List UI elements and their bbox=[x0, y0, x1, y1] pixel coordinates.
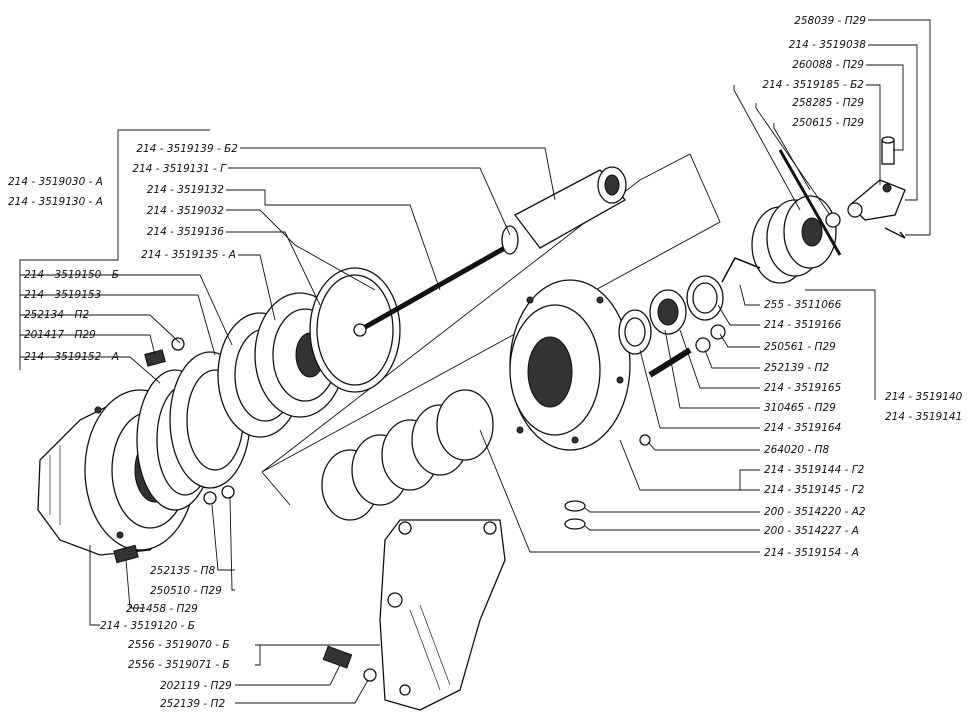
label-3519038: 214 - 3519038 bbox=[789, 39, 867, 51]
splined-sleeve-part bbox=[501, 166, 627, 255]
label-260088: 260088 - П29 bbox=[792, 59, 864, 71]
label-3519164: 214 - 3519164 bbox=[764, 422, 841, 434]
label-3519140: 214 - 3519140 bbox=[885, 391, 963, 403]
label-252135: 252135 - П8 bbox=[150, 565, 215, 577]
label-3519071: 2556 - 3519071 - Б bbox=[128, 659, 230, 671]
washer-252135 bbox=[203, 491, 217, 505]
label-3519185: 214 - 3519185 - Б2 bbox=[762, 79, 864, 91]
label-3519153: 214 - 3519153 bbox=[24, 289, 101, 301]
label-201458: 201458 - П29 bbox=[126, 603, 198, 615]
label-3519131: 214 - 3519131 - Г bbox=[132, 163, 227, 175]
spring-clip-part bbox=[721, 257, 761, 283]
label-3519154: 214 - 3519154 - А bbox=[764, 547, 859, 559]
label-3519120: 214 - 3519120 - Б bbox=[100, 620, 195, 632]
nut-258285 bbox=[825, 212, 841, 228]
ring-3519165-inner bbox=[657, 298, 679, 326]
label-3519139: 214 - 3519139 - Б2 bbox=[136, 143, 238, 155]
label-3519032: 214 - 3519032 bbox=[147, 205, 225, 217]
label-264020: 264020 - П8 bbox=[764, 444, 829, 456]
label-201417: 201417 - П29 bbox=[24, 329, 96, 341]
label-3519136: 214 - 3519136 bbox=[147, 226, 225, 238]
ring-3519166-inner bbox=[692, 282, 718, 314]
label-252139b: 252139 - П2 bbox=[160, 698, 225, 710]
label-3519145: 214 - 3519145 - Г2 bbox=[764, 484, 865, 496]
bellows-part bbox=[751, 195, 837, 284]
label-3519165: 214 - 3519165 bbox=[764, 382, 842, 394]
label-258039: 258039 - П29 bbox=[794, 15, 866, 27]
pin-260088 bbox=[881, 136, 895, 165]
part-labels: 258039 - П29 214 - 3519038 260088 - П29 … bbox=[8, 15, 963, 710]
bolt-201417 bbox=[144, 349, 166, 367]
label-3519132: 214 - 3519132 bbox=[147, 184, 225, 196]
bolt-201458 bbox=[113, 544, 139, 564]
label-252139a: 252139 - П2 bbox=[764, 362, 829, 374]
label-202119: 202119 - П29 bbox=[160, 680, 232, 692]
ring-3514220 bbox=[564, 500, 586, 512]
label-3514220: 200 - 3514220 - А2 bbox=[764, 506, 866, 518]
nut-250561 bbox=[710, 324, 726, 340]
clevis-part bbox=[847, 179, 906, 221]
label-250561: 250561 - П29 bbox=[764, 341, 836, 353]
label-250510: 250510 - П29 bbox=[150, 585, 222, 597]
label-3519135: 214 - 3519135 - А bbox=[141, 249, 236, 261]
disc-stack-part bbox=[136, 292, 346, 511]
label-3511066: 255 - 3511066 bbox=[764, 299, 842, 311]
washer-252139 bbox=[695, 337, 711, 353]
washer-252139-b bbox=[363, 668, 377, 682]
label-250615: 250615 - П29 bbox=[792, 117, 864, 129]
bolt-202119 bbox=[322, 645, 353, 669]
label-310465: 310465 - П29 bbox=[764, 402, 836, 414]
rod-250615 bbox=[778, 149, 842, 256]
label-3519144: 214 - 3519144 - Г2 bbox=[764, 464, 865, 476]
cotter-pin-part bbox=[884, 227, 906, 239]
label-3519141: 214 - 3519141 bbox=[885, 411, 962, 423]
label-3519150: 214 - 3519150 - Б bbox=[24, 269, 119, 281]
label-3519130: 214 - 3519130 - А bbox=[8, 196, 103, 208]
label-258285: 258285 - П29 bbox=[792, 97, 864, 109]
leader-lines bbox=[19, 19, 931, 704]
label-3519152: 214 - 3519152 - А bbox=[24, 351, 119, 363]
ring-3514227 bbox=[564, 518, 586, 530]
flange-cover-part bbox=[509, 279, 631, 451]
label-3514227: 200 - 3514227 - А bbox=[764, 525, 859, 537]
label-3519070: 2556 - 3519070 - Б bbox=[128, 639, 230, 651]
shaft-rod-part bbox=[353, 242, 512, 337]
label-3519166: 214 - 3519166 bbox=[764, 319, 842, 331]
label-252134: 252134 - П2 bbox=[24, 309, 89, 321]
axis-band-lower bbox=[261, 471, 291, 506]
coil-spring-part bbox=[321, 389, 494, 521]
fitting-264020 bbox=[639, 434, 651, 446]
ring-3519164-inner bbox=[624, 317, 646, 347]
label-3519030: 214 - 3519030 - А bbox=[8, 176, 103, 188]
nut-250510 bbox=[221, 485, 235, 499]
bracket-part bbox=[379, 519, 506, 711]
washer-252134 bbox=[171, 337, 185, 351]
stud-part bbox=[648, 347, 692, 378]
